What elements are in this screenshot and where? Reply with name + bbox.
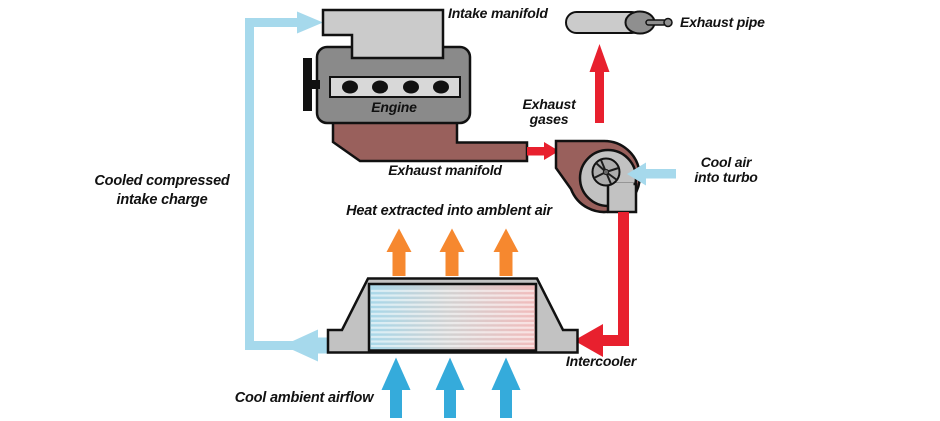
intercooler-shape <box>326 277 579 354</box>
cylinder-dot <box>403 80 419 94</box>
ambient-air-arrows <box>381 357 521 418</box>
engine-block <box>303 8 472 125</box>
engine-label: Engine <box>371 99 417 115</box>
cooled-intake-pipe <box>245 11 330 362</box>
intake-manifold-label: Intake manifold <box>448 5 548 21</box>
ambient-air-arrow-icon <box>491 357 521 418</box>
exhaust-manifold-shape <box>331 116 529 163</box>
heat-extracted-label: Heat extracted into amblent air <box>346 203 552 219</box>
ambient-air-arrow-icon <box>435 357 465 418</box>
intercooler-label: Intercooler <box>565 353 637 369</box>
intercooler-outlet-arrow-icon <box>283 329 318 362</box>
exhaust-gases-arrow-icon <box>527 142 559 160</box>
exhaust-up-arrow-icon <box>589 44 610 123</box>
cool-air-into-turbo-label: Cool air into turbo <box>694 154 758 185</box>
cylinder-bank <box>329 76 461 98</box>
exhaust-manifold-label: Exhaust manifold <box>388 162 502 178</box>
heat-arrow-icon <box>386 228 412 276</box>
cylinder-dot <box>342 80 358 94</box>
cool-air-arrow-icon <box>627 162 676 186</box>
exhaust-pipe-shape <box>565 10 673 35</box>
cooled-intake-charge-label: Cooled compressed intake charge <box>94 173 230 208</box>
heat-arrow-icon <box>439 228 465 276</box>
cylinder-dot <box>433 80 449 94</box>
cylinder-dot <box>372 80 388 94</box>
intake-charge-arrow-icon <box>297 11 323 34</box>
cool-ambient-airflow-label: Cool ambient airflow <box>234 390 374 406</box>
heat-arrow-icon <box>493 228 519 276</box>
turbo-impeller-icon <box>591 157 621 187</box>
heat-arrows <box>386 228 519 276</box>
intercooler-inlet-arrow-icon <box>574 324 603 357</box>
ambient-air-arrow-icon <box>381 357 411 418</box>
engine-pulley-icon <box>303 58 320 111</box>
tailpipe-stub <box>645 17 673 28</box>
turbocharger <box>554 139 641 214</box>
exhaust-pipe-label: Exhaust pipe <box>680 14 765 30</box>
turbo-to-intercooler-pipe <box>574 212 629 357</box>
intake-manifold-shape <box>321 8 445 60</box>
exhaust-gases-label: Exhaust gases <box>522 96 576 127</box>
